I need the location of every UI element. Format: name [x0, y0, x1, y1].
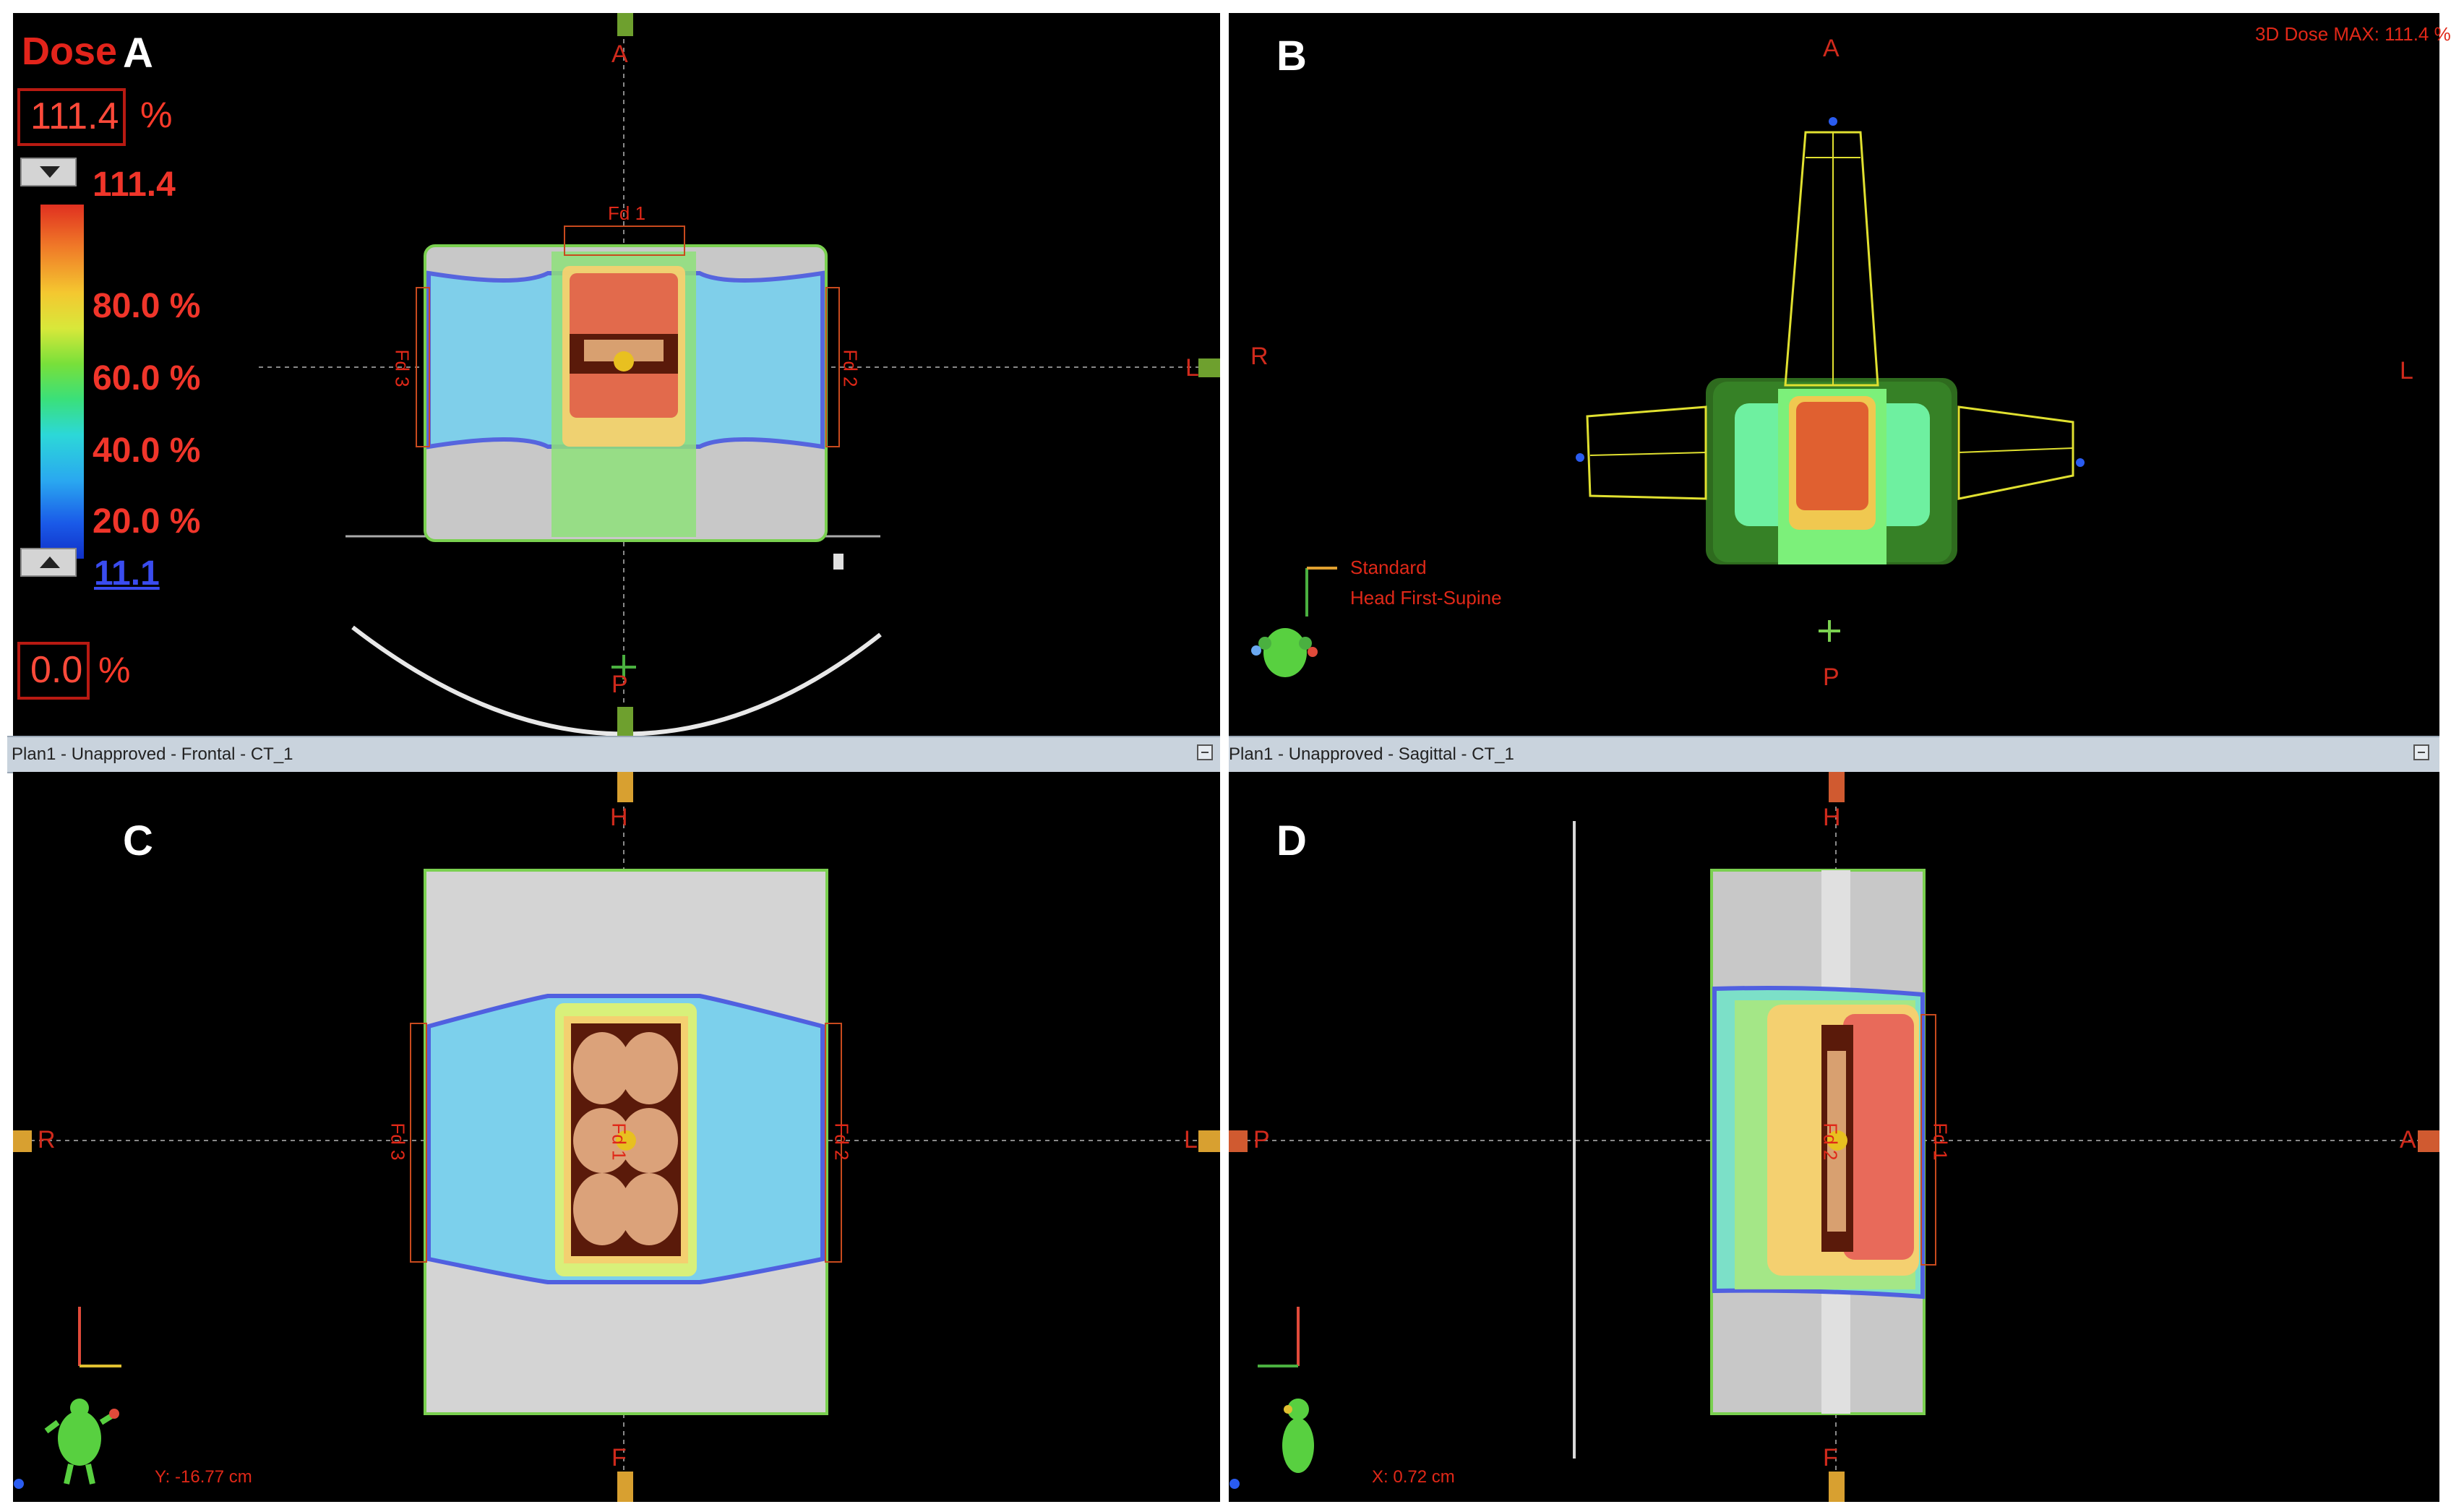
- field-label-fd3-a: Fd 3: [391, 349, 413, 387]
- divider-vertical: [1220, 7, 1229, 1505]
- panel-letter-a: A: [123, 30, 153, 77]
- transverse-dose-image: [259, 13, 1220, 736]
- direction-label-head-d: H: [1823, 804, 1841, 831]
- dose-min-input[interactable]: 0.0: [17, 642, 90, 700]
- dose-max-readout: 3D Dose MAX: 111.4 %: [2255, 23, 2451, 45]
- panel-letter-b: B: [1276, 33, 1307, 80]
- direction-label-feet-d: F: [1823, 1444, 1838, 1472]
- dose-max-input[interactable]: 111.4: [17, 88, 126, 146]
- title-frontal: Plan1 - Unapproved - Frontal - CT_1: [12, 744, 293, 764]
- panel-letter-c: C: [123, 817, 153, 864]
- direction-label-anterior-b: A: [1823, 35, 1840, 62]
- panel-letter-d: D: [1276, 817, 1307, 864]
- direction-label-posterior-b: P: [1823, 663, 1840, 691]
- dose-level-20: 20.0 %: [93, 502, 201, 541]
- direction-label-left-c: L: [1184, 1126, 1198, 1154]
- orientation-label-standard: Standard: [1350, 557, 1427, 578]
- patient-orientation-icon: [1258, 620, 1315, 685]
- dose-level-40: 40.0 %: [93, 431, 201, 470]
- scroll-down-arrow-icon[interactable]: [20, 158, 77, 186]
- title-bar-frontal: Plan1 - Unapproved - Frontal - CT_1: [7, 736, 1223, 773]
- viewport-c-frontal[interactable]: Fd 1 Fd 3 Fd 2 C H F R L Y: -16.77 cm: [13, 772, 1220, 1502]
- maximize-icon[interactable]: [1197, 744, 1213, 760]
- direction-label-head-c: H: [610, 804, 628, 831]
- coordinate-readout-x: X: 0.72 cm: [1372, 1467, 1455, 1487]
- viewport-a-transverse[interactable]: Fd 1 Fd 3 Fd 2 A A P L Dose 111.4 % 111.…: [13, 13, 1220, 736]
- direction-label-left-a: L: [1185, 354, 1199, 382]
- scroll-up-arrow-icon[interactable]: [20, 548, 77, 577]
- direction-label-left-b: L: [2400, 357, 2413, 385]
- coordinate-readout-y: Y: -16.77 cm: [155, 1467, 252, 1487]
- dose-color-scale: [40, 205, 84, 559]
- dose-level-60: 60.0 %: [93, 359, 201, 398]
- field-label-fd3-c: Fd 3: [387, 1122, 409, 1161]
- frontal-dose-image: [13, 772, 1220, 1502]
- dose-scale-top-label: 111.4: [93, 166, 176, 204]
- direction-label-feet-c: F: [611, 1444, 627, 1472]
- direction-label-posterior-d: P: [1253, 1126, 1270, 1154]
- maximize-icon[interactable]: [2413, 744, 2429, 760]
- orientation-label-hfs: Head First-Supine: [1350, 587, 1502, 609]
- field-label-fd2-c: Fd 2: [830, 1122, 853, 1161]
- dose-max-unit: %: [140, 95, 173, 135]
- field-label-fd1-c: Fd 1: [608, 1122, 630, 1161]
- title-sagittal: Plan1 - Unapproved - Sagittal - CT_1: [1229, 744, 1514, 764]
- dose-legend-title: Dose: [22, 30, 118, 73]
- direction-label-anterior-d: A: [2400, 1126, 2416, 1154]
- direction-label-right-c: R: [38, 1126, 56, 1154]
- direction-label-right-b: R: [1250, 343, 1269, 370]
- title-bar-sagittal: Plan1 - Unapproved - Sagittal - CT_1: [1224, 736, 2439, 773]
- field-label-fd1-a: Fd 1: [608, 202, 646, 224]
- field-label-fd2-d: Fd 2: [1819, 1122, 1842, 1161]
- viewport-b-3d[interactable]: B 3D Dose MAX: 111.4 % A P R L Standard …: [1229, 13, 2451, 736]
- field-label-fd1-d: Fd 1: [1929, 1122, 1952, 1161]
- sagittal-dose-image: [1229, 772, 2439, 1502]
- dose-scale-bottom-label: 11.1: [94, 554, 160, 593]
- viewport-d-sagittal[interactable]: Fd 2 Fd 1 D H F P A X: 0.72 cm: [1229, 772, 2439, 1502]
- dose-level-80: 80.0 %: [93, 287, 201, 325]
- direction-label-anterior-a: A: [611, 40, 628, 68]
- direction-label-posterior-a: P: [611, 671, 628, 698]
- 3d-beam-view: [1251, 117, 2085, 677]
- dose-min-unit: %: [98, 650, 131, 690]
- field-label-fd2-a: Fd 2: [839, 349, 862, 387]
